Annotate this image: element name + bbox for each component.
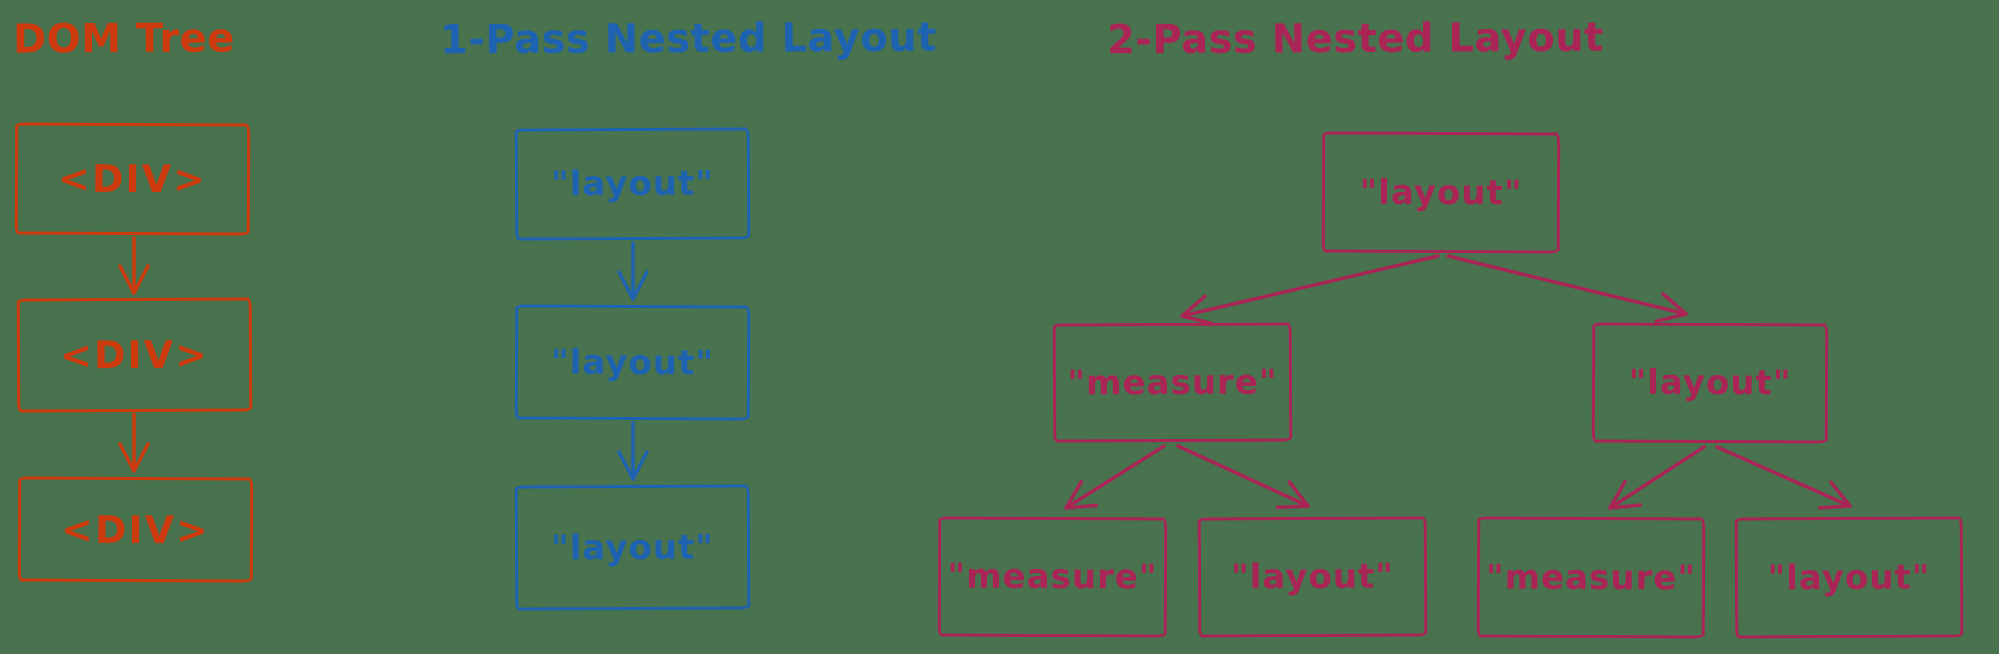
dom-node-3-label: <DIV> (61, 507, 210, 552)
two-pass-leaf-layout-2: "layout" (1734, 516, 1964, 639)
arrow-layout-to-layout (1715, 445, 1852, 510)
two-pass-layout-right: "layout" (1591, 322, 1829, 444)
two-pass-leaf-measure-1: "measure" (937, 516, 1168, 638)
one-pass-node-3-label: "layout" (550, 527, 715, 568)
one-pass-node-2-label: "layout" (550, 342, 715, 383)
one-pass-node-2: "layout" (514, 304, 751, 421)
arrow-layout-to-measure (1608, 445, 1706, 510)
dom-node-2: <DIV> (16, 297, 253, 413)
two-pass-measure-left: "measure" (1052, 322, 1293, 443)
two-pass-root: "layout" (1321, 131, 1561, 254)
two-pass-root-label: "layout" (1359, 172, 1523, 213)
arrow-root-to-measure (1180, 254, 1440, 326)
two-pass-layout-right-label: "layout" (1628, 362, 1792, 404)
two-pass-leaf-layout-1-label: "layout" (1230, 556, 1395, 598)
dom-node-3: <DIV> (17, 476, 254, 583)
two-pass-leaf-layout-2-label: "layout" (1767, 557, 1931, 598)
one-pass-node-1-label: "layout" (550, 163, 715, 205)
one-pass-node-1: "layout" (514, 127, 751, 241)
two-pass-leaf-measure-2-label: "measure" (1485, 557, 1697, 598)
two-pass-leaf-measure-2: "measure" (1476, 516, 1706, 639)
dom-node-1-label: <DIV> (58, 156, 207, 202)
dom-node-2-label: <DIV> (60, 332, 209, 378)
arrow-root-to-layout (1446, 254, 1688, 323)
dom-tree-title: DOM Tree (12, 15, 235, 63)
two-pass-leaf-layout-1: "layout" (1197, 516, 1428, 638)
dom-node-1: <DIV> (14, 122, 251, 236)
two-pass-leaf-measure-1-label: "measure" (947, 556, 1158, 598)
two-pass-measure-left-label: "measure" (1067, 362, 1278, 403)
arrow-measure-to-layout (1176, 444, 1310, 510)
arrow-measure-to-measure (1064, 444, 1166, 510)
one-pass-node-3: "layout" (514, 484, 751, 611)
one-pass-title: 1-Pass Nested Layout (439, 14, 937, 64)
two-pass-title: 2-Pass Nested Layout (1106, 14, 1604, 64)
